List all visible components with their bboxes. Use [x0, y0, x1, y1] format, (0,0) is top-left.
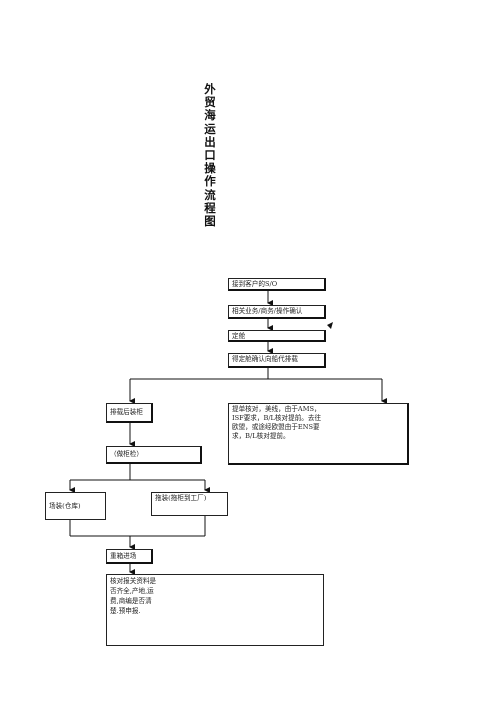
box-yard-load: 场装(仓库) — [45, 492, 106, 520]
page-title: 外贸海运出口操作流程图 — [204, 82, 216, 229]
label-heavy-in: 重箱进场 — [110, 551, 137, 560]
box-confirm: 相关业务/商务/操作确认 — [228, 305, 326, 319]
box-book: 定舱 — [228, 330, 326, 342]
label-customs-check: 核对报关资料是否齐全,产地,运费,商编是否清楚.预申报. — [110, 577, 157, 615]
label-receive-so: 接到客户的S/O — [232, 280, 278, 288]
box-factory-load: 拖装(拖柜到工厂) — [151, 492, 228, 516]
box-heavy-in: 重箱进场 — [106, 549, 153, 564]
box-receive-so: 接到客户的S/O — [228, 278, 326, 291]
label-book: 定舱 — [232, 332, 246, 340]
label-factory-load: 拖装(拖柜到工厂) — [155, 494, 207, 502]
label-bl-check: 提单核对，美线，由于AMS，ISF要求，B/L核对提前。去往欧盟，或途经欧盟由于… — [232, 405, 322, 440]
label-inspection: （做柜检） — [110, 450, 143, 458]
label-yard-load: 场装(仓库) — [49, 501, 81, 510]
box-customs-check: 核对报关资料是否齐全,产地,运费,商编是否清楚.预申报. — [106, 574, 324, 646]
box-bl-check: 提单核对，美线，由于AMS，ISF要求，B/L核对提前。去往欧盟，或途经欧盟由于… — [228, 403, 409, 465]
box-after-load: 排载后装柜 — [106, 403, 153, 423]
label-confirm: 相关业务/商务/操作确认 — [232, 307, 303, 315]
box-inspection: （做柜检） — [106, 446, 202, 464]
stray-arrowhead — [327, 322, 333, 329]
label-after-load: 排载后装柜 — [110, 408, 143, 416]
label-booked-notify: 得定舱确认向船代排载 — [232, 355, 298, 363]
box-booked-notify: 得定舱确认向船代排载 — [228, 353, 326, 368]
